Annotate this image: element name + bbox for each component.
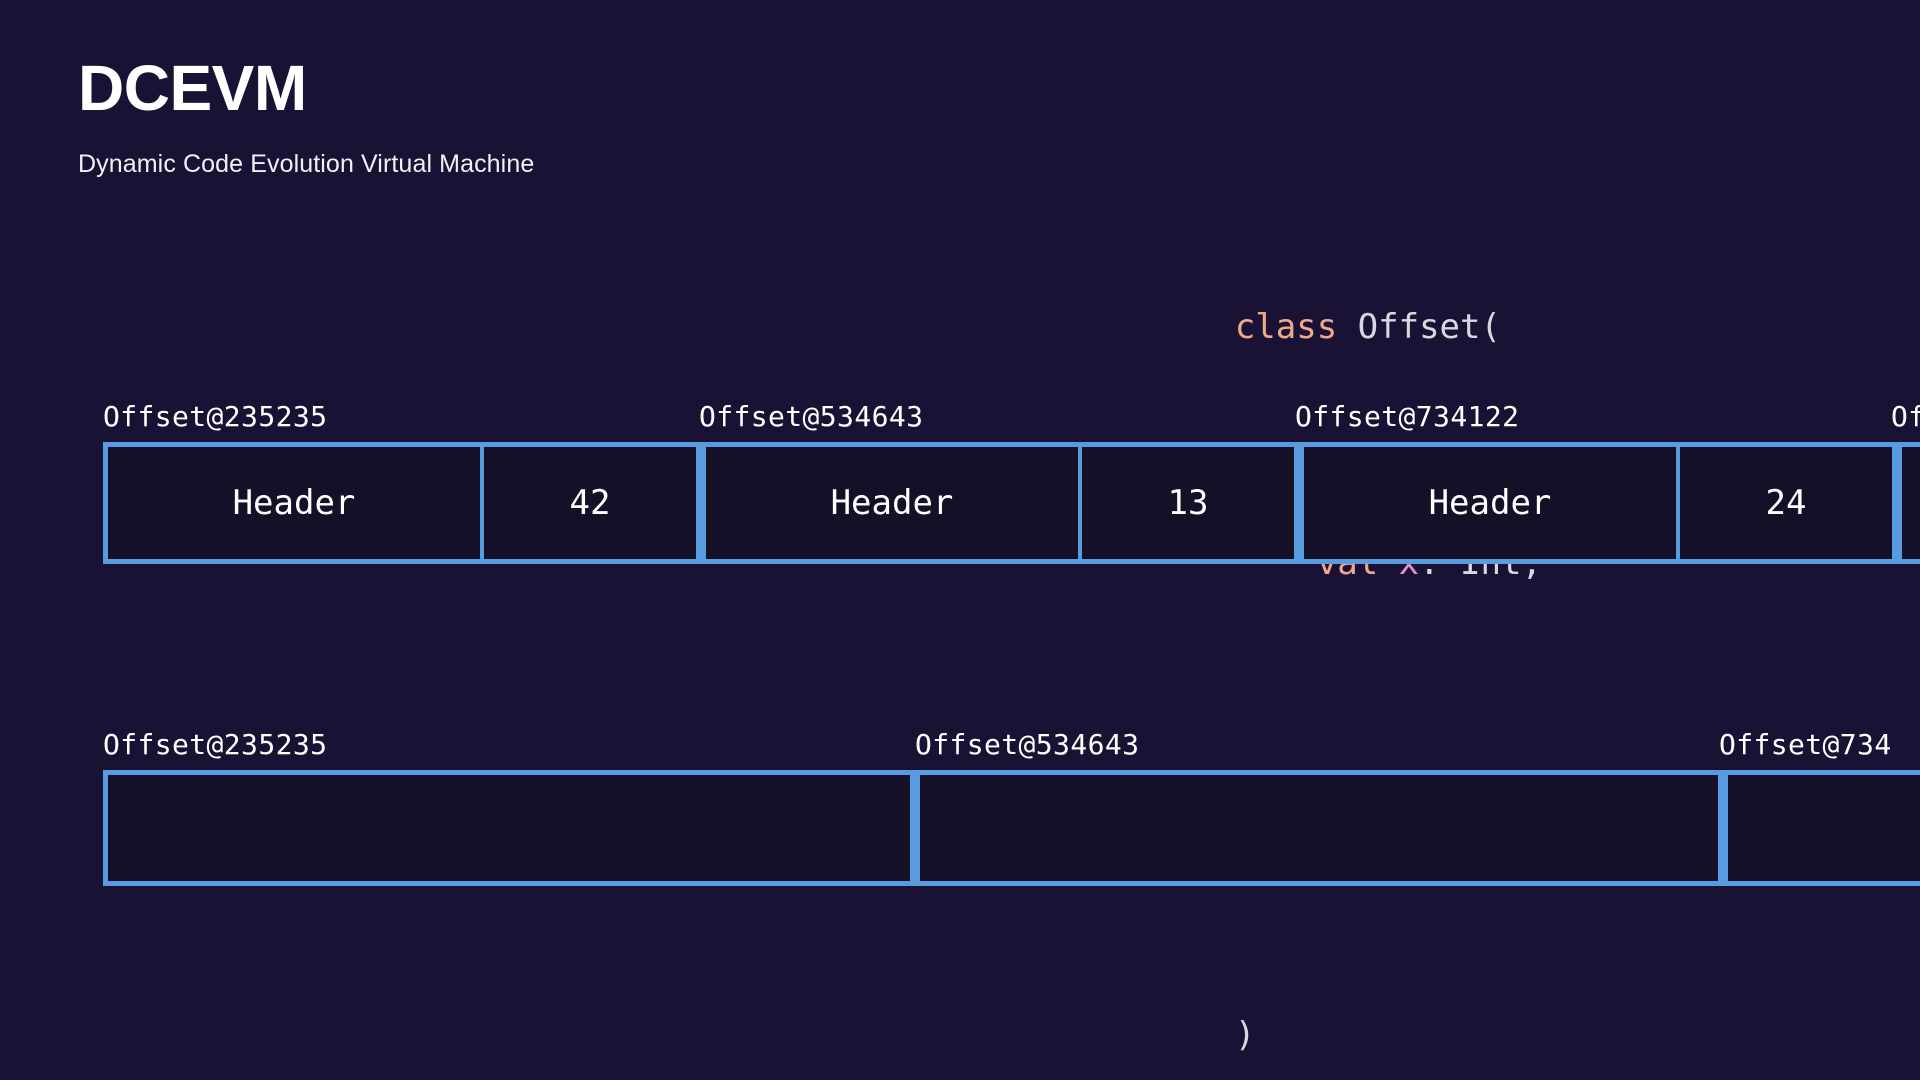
cell-header[interactable] <box>1902 447 1920 559</box>
object-layout-boxes: Header 42 Header 13 Header 24 <box>103 442 1920 564</box>
offset-label: Offset@235235 <box>103 728 328 761</box>
object-memory-layout: Offset@235235 Offset@534643 Offset@73412… <box>103 400 1920 564</box>
offset-label: Offset@235235 <box>103 400 328 433</box>
cell-value[interactable]: 13 <box>1082 447 1294 559</box>
object-layout-labels: Offset@235235 Offset@534643 Offset@73412… <box>103 400 1920 442</box>
cell-header[interactable]: Header <box>108 447 484 559</box>
object-block[interactable]: Header 24 <box>1299 442 1897 564</box>
code-token-close-paren: ) <box>1234 1015 1256 1055</box>
object-block[interactable] <box>1897 442 1920 564</box>
page-subtitle: Dynamic Code Evolution Virtual Machine <box>78 150 535 179</box>
expanded-block[interactable] <box>103 770 915 886</box>
cell-value[interactable]: 24 <box>1680 447 1892 559</box>
title-block: DCEVM Dynamic Code Evolution Virtual Mac… <box>78 52 535 179</box>
expanded-block[interactable] <box>915 770 1723 886</box>
offset-label: Offset@ <box>1891 400 1920 433</box>
page-header: DCEVM Dynamic Code Evolution Virtual Mac… <box>0 0 1920 1055</box>
object-block[interactable]: Header 13 <box>701 442 1299 564</box>
cell-header[interactable]: Header <box>1304 447 1680 559</box>
object-block[interactable]: Header 42 <box>103 442 701 564</box>
expanded-layout-labels: Offset@235235 Offset@534643 Offset@734 <box>103 728 1920 770</box>
code-line-1: class Offset( <box>1060 239 1542 347</box>
code-line-4: ) <box>1060 947 1542 1055</box>
code-token-classname: Offset( <box>1337 307 1501 347</box>
offset-label: Offset@734 <box>1719 728 1892 761</box>
offset-label: Offset@734122 <box>1295 400 1520 433</box>
offset-label: Offset@534643 <box>915 728 1140 761</box>
code-token-keyword: class <box>1234 307 1338 347</box>
expanded-block[interactable] <box>1723 770 1920 886</box>
offset-label: Offset@534643 <box>699 400 924 433</box>
code-snippet: class Offset( val x: Int, + val y: Int, … <box>1060 62 1542 1080</box>
cell-value[interactable]: 42 <box>484 447 696 559</box>
cell-header[interactable]: Header <box>706 447 1082 559</box>
expanded-layout-boxes <box>103 770 1920 886</box>
page-title: DCEVM <box>78 52 307 124</box>
expanded-memory-layout: Offset@235235 Offset@534643 Offset@734 <box>103 728 1920 886</box>
